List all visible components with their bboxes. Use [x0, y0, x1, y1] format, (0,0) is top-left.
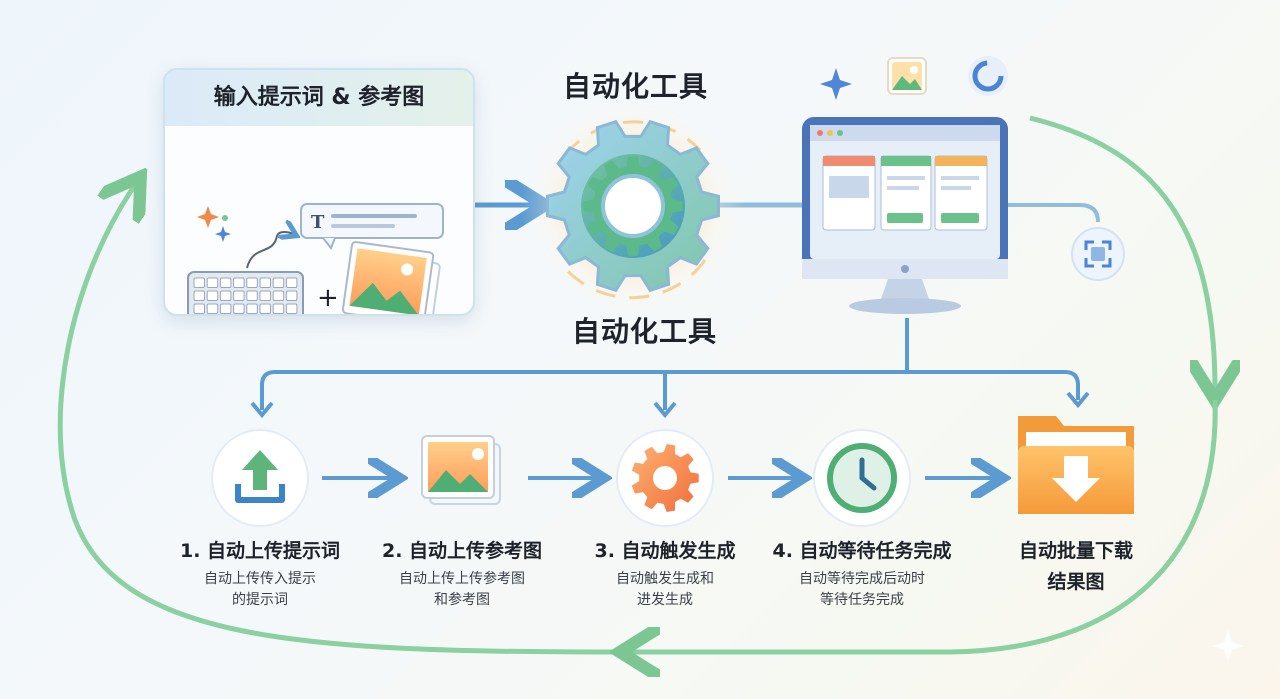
keyboard-key	[246, 277, 258, 288]
keyboard-key	[285, 290, 298, 301]
image-icon	[421, 435, 501, 505]
central-gear-icon	[546, 119, 720, 293]
keyboard-key	[259, 303, 271, 314]
loop-arc-bottom	[630, 399, 1218, 652]
step-5-title: 自动批量下载	[1018, 540, 1133, 562]
keyboard-key	[259, 277, 271, 288]
keyboard-key	[246, 303, 258, 314]
dot-decoration	[222, 215, 228, 221]
gear-icon	[616, 429, 714, 527]
step-5-title-line2: 结果图	[1047, 571, 1105, 593]
loop-arc-left	[57, 185, 613, 655]
keyboard-icon	[187, 271, 304, 314]
keyboard-key	[219, 277, 232, 288]
step-1-title: 1. 自动上传提示词	[179, 540, 341, 562]
keyboard-key	[206, 277, 219, 288]
refresh-icon	[968, 56, 1008, 96]
arrow-head-1	[250, 401, 274, 419]
sparkle-icon	[820, 68, 852, 100]
distribution-line	[260, 318, 1080, 410]
line-monitor-to-capture	[1005, 203, 1100, 223]
keyboard-key	[233, 303, 245, 314]
screen-capture-icon	[1071, 227, 1125, 281]
step-1-label: 1. 自动上传提示词 自动上传传入提示的提示词	[160, 536, 360, 611]
step-3-label: 3. 自动触发生成 自动触发生成和进发生成	[565, 536, 765, 611]
step-5-label: 自动批量下载 结果图	[986, 536, 1166, 594]
sparkle-orange-icon	[197, 206, 219, 228]
keyboard-key	[246, 290, 258, 301]
keyboard-key	[285, 303, 298, 314]
curved-arrow	[246, 232, 293, 269]
step-4-title: 4. 自动等待任务完成	[772, 540, 952, 562]
upload-icon	[211, 429, 309, 527]
keyboard-key	[272, 303, 285, 314]
keyboard-key	[193, 290, 205, 301]
input-card: 输入提示词 & 参考图 T +	[163, 68, 475, 316]
keyboard-key	[272, 277, 285, 288]
svg-text:T: T	[311, 212, 325, 233]
text-bubble-icon: T	[300, 203, 444, 250]
folder-download-icon	[1018, 416, 1134, 514]
step-3-title: 3. 自动触发生成	[594, 540, 736, 562]
monitor-icon	[802, 117, 1008, 314]
keyboard-key	[233, 290, 245, 301]
reference-image-icon	[341, 241, 441, 314]
picture-icon	[887, 57, 927, 95]
plus-sign: +	[317, 283, 339, 313]
tool-title-bottom: 自动化工具	[572, 315, 718, 348]
keyboard-key	[219, 303, 232, 314]
step-4-label: 4. 自动等待任务完成 自动等待完成后动时等待任务完成	[752, 536, 972, 611]
arrow-head-5	[1066, 391, 1090, 409]
step-2-desc: 自动上传上传参考图和参考图	[399, 571, 525, 608]
keyboard-key	[219, 290, 232, 301]
keyboard-key	[233, 277, 245, 288]
sparkle-faint-icon	[1212, 630, 1244, 662]
keyboard-key	[193, 277, 205, 288]
step-1-desc: 自动上传传入提示的提示词	[204, 571, 316, 608]
step-2-label: 2. 自动上传参考图 自动上传上传参考图和参考图	[362, 536, 562, 611]
step-2-title: 2. 自动上传参考图	[381, 540, 543, 562]
keyboard-key	[206, 303, 219, 314]
keyboard-key	[193, 303, 205, 314]
input-card-title: 输入提示词 & 参考图	[165, 70, 473, 126]
arrow-head-3	[653, 401, 677, 419]
tool-title-top: 自动化工具	[563, 70, 709, 103]
keyboard-key	[206, 290, 219, 301]
keyboard-key	[259, 290, 271, 301]
spark-ring	[558, 120, 707, 300]
step-3-desc: 自动触发生成和进发生成	[616, 571, 714, 608]
input-card-body: T +	[187, 203, 444, 314]
keyboard-key	[285, 277, 298, 288]
step-4-desc: 自动等待完成后动时等待任务完成	[799, 571, 925, 608]
sparkle-blue-icon	[215, 226, 231, 242]
keyboard-key	[272, 290, 285, 301]
clock-icon	[813, 429, 911, 527]
loop-arc-right	[1029, 115, 1215, 390]
